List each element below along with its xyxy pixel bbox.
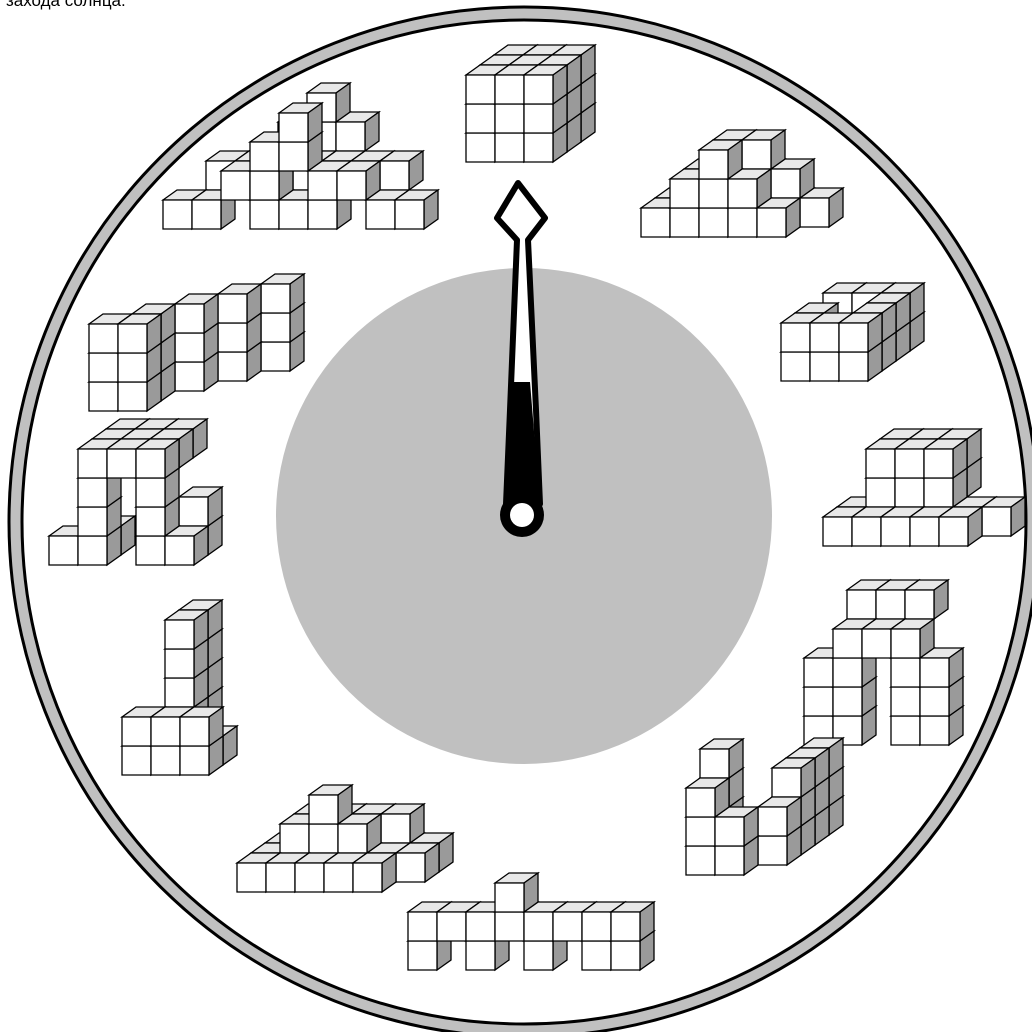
figure-12-cube-3x3x3 <box>466 45 595 162</box>
hand-pivot-center <box>510 503 534 527</box>
